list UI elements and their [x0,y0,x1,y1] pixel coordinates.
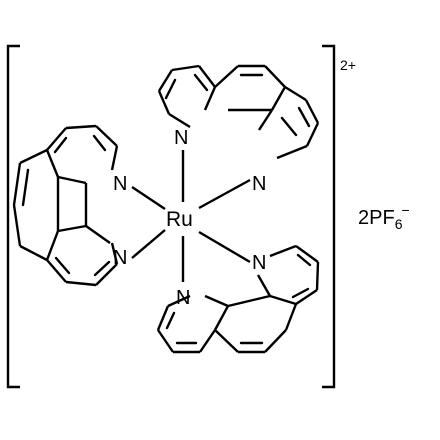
counter-ion-formula: 2PF [358,207,395,229]
phen-ligand-top [157,64,320,160]
atom-n: N [174,127,188,149]
right-bracket [322,44,336,389]
complex-charge: 2+ [340,57,356,73]
phen-ligand-bottom [156,244,320,354]
atom-n: N [113,247,127,269]
atom-n: N [113,173,127,195]
metal-ligand-bonds [131,150,251,282]
metal-atom-ru: Ru [166,208,193,231]
counter-ion-charge: − [401,202,409,218]
atom-n: N [252,252,266,274]
counter-ion-subscript: 6 [395,216,403,232]
phen-ligand-left [12,124,119,287]
atom-n: N [176,287,190,309]
left-bracket [6,44,20,389]
atom-n: N [252,173,266,195]
counter-ion-label: 2PF6− [358,202,410,232]
